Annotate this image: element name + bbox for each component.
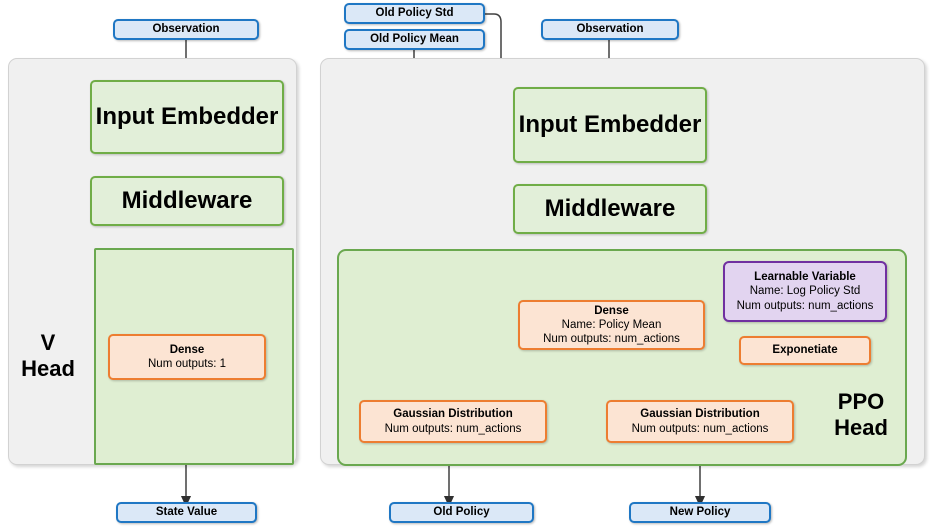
op-dense-v-num-outputs: Num outputs: 1 <box>148 358 226 370</box>
input-old-policy-mean-label: Old Policy Mean <box>370 33 459 46</box>
module-input-embedder-v[interactable]: Input Embedder <box>90 80 284 154</box>
op-gaussian-distribution-new-title: Gaussian Distribution <box>640 408 760 421</box>
input-old-policy-std-label: Old Policy Std <box>375 7 454 20</box>
module-middleware-v-label: Middleware <box>121 187 253 215</box>
op-dense-policy-mean-num-outputs: Num outputs: num_actions <box>543 333 680 346</box>
output-new-policy-label: New Policy <box>669 506 731 519</box>
v-head-caption: V Head <box>12 330 84 382</box>
op-dense-policy-mean[interactable]: Dense Name: Policy Mean Num outputs: num… <box>518 300 705 350</box>
ppo-head-caption-line2: Head <box>834 414 888 440</box>
op-gaussian-distribution-new[interactable]: Gaussian Distribution Num outputs: num_a… <box>606 400 794 443</box>
input-old-policy-mean[interactable]: Old Policy Mean <box>344 29 485 50</box>
variable-log-policy-std-num-outputs: Num outputs: num_actions <box>736 299 874 312</box>
module-input-embedder-v-label: Input Embedder <box>95 103 279 131</box>
ppo-head-caption: PPO Head <box>815 389 907 441</box>
op-dense-v[interactable]: Dense Num outputs: 1 <box>108 334 266 380</box>
module-middleware-ppo-label: Middleware <box>544 195 676 223</box>
output-state-value-label: State Value <box>155 506 218 519</box>
module-input-embedder-ppo-label: Input Embedder <box>518 111 702 139</box>
input-observation-v-label: Observation <box>152 23 220 36</box>
v-head-caption-line1: V <box>40 330 56 355</box>
output-new-policy[interactable]: New Policy <box>629 502 771 523</box>
v-head-caption-line2: Head <box>21 355 75 381</box>
output-old-policy-label: Old Policy <box>433 506 490 519</box>
op-exponetiate[interactable]: Exponetiate <box>739 336 871 365</box>
output-state-value[interactable]: State Value <box>116 502 257 523</box>
op-dense-policy-mean-name: Name: Policy Mean <box>561 318 662 331</box>
module-middleware-ppo[interactable]: Middleware <box>513 184 707 234</box>
output-old-policy[interactable]: Old Policy <box>389 502 534 523</box>
variable-log-policy-std-title: Learnable Variable <box>754 271 856 284</box>
ppo-head-caption-line1: PPO <box>837 389 885 414</box>
variable-log-policy-std[interactable]: Learnable Variable Name: Log Policy Std … <box>723 261 887 322</box>
op-gaussian-distribution-old-title: Gaussian Distribution <box>393 408 513 421</box>
op-exponetiate-title: Exponetiate <box>772 344 838 357</box>
op-gaussian-distribution-new-num-outputs: Num outputs: num_actions <box>631 422 769 435</box>
op-dense-v-title: Dense <box>169 343 205 356</box>
op-dense-policy-mean-title: Dense <box>594 304 629 317</box>
input-observation-v[interactable]: Observation <box>113 19 259 40</box>
op-gaussian-distribution-old[interactable]: Gaussian Distribution Num outputs: num_a… <box>359 400 547 443</box>
op-gaussian-distribution-old-num-outputs: Num outputs: num_actions <box>384 422 522 435</box>
module-middleware-v[interactable]: Middleware <box>90 176 284 226</box>
input-observation-ppo-label: Observation <box>576 23 644 36</box>
variable-log-policy-std-name: Name: Log Policy Std <box>749 285 861 298</box>
module-input-embedder-ppo[interactable]: Input Embedder <box>513 87 707 163</box>
input-observation-ppo[interactable]: Observation <box>541 19 679 40</box>
input-old-policy-std[interactable]: Old Policy Std <box>344 3 485 24</box>
edge-old-policy-std-to-gaussian-old <box>485 13 507 405</box>
